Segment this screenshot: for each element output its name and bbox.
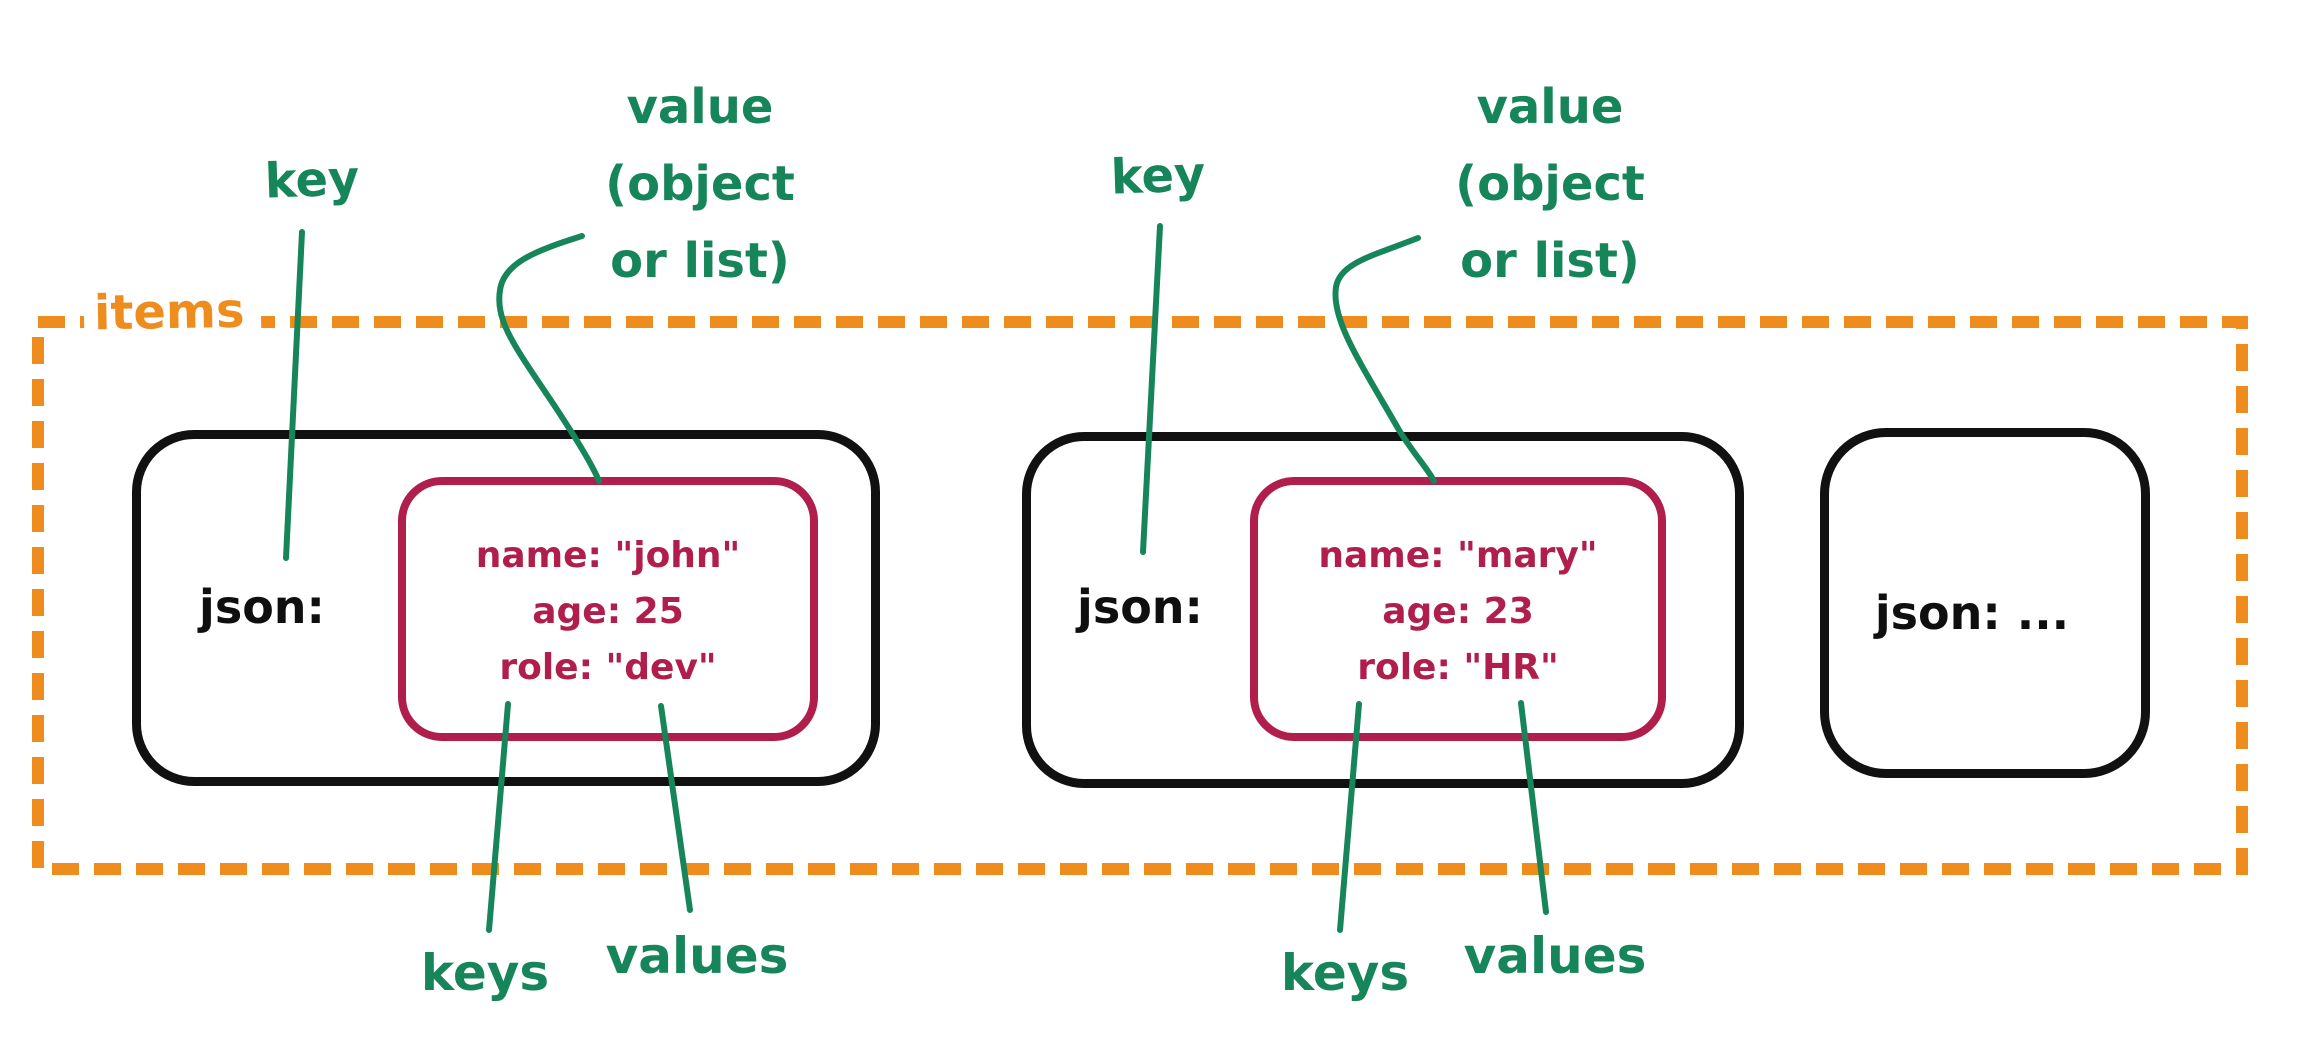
- object-2-content: name: "mary" age: 23 role: "HR": [1318, 528, 1597, 696]
- object-2-name-line: name: "mary": [1318, 534, 1598, 576]
- value-annotation-2-line2: (object: [1455, 155, 1645, 212]
- object-1-content: name: "john" age: 25 role: "dev": [476, 528, 741, 696]
- value-annotation-1: value (object or list): [605, 69, 795, 299]
- keys-annotation-1: keys: [420, 944, 550, 1002]
- json-key-label-3: json: ...: [1874, 586, 2070, 640]
- key-annotation-1: key: [263, 150, 361, 210]
- object-1-name-line: name: "john": [475, 534, 741, 576]
- value-annotation-2-line3: or list): [1460, 232, 1640, 289]
- items-group-label: items: [83, 282, 262, 348]
- value-annotation-2-line1: value: [1476, 78, 1624, 135]
- value-annotation-2: value (object or list): [1455, 69, 1645, 299]
- json-key-label-1: json:: [199, 580, 325, 634]
- values-annotation-2: values: [1463, 927, 1647, 985]
- keys-annotation-2: keys: [1280, 944, 1410, 1002]
- key-annotation-2: key: [1109, 146, 1207, 206]
- value-annotation-1-line3: or list): [610, 232, 790, 289]
- object-2-role-line: role: "HR": [1357, 647, 1559, 689]
- object-2-age-line: age: 23: [1382, 590, 1534, 632]
- value-annotation-1-line2: (object: [605, 155, 795, 212]
- object-1-age-line: age: 25: [532, 590, 684, 632]
- values-annotation-1: values: [605, 927, 789, 985]
- json-key-label-2: json:: [1077, 580, 1203, 634]
- object-1-role-line: role: "dev": [499, 647, 717, 689]
- value-annotation-1-line1: value: [626, 78, 774, 135]
